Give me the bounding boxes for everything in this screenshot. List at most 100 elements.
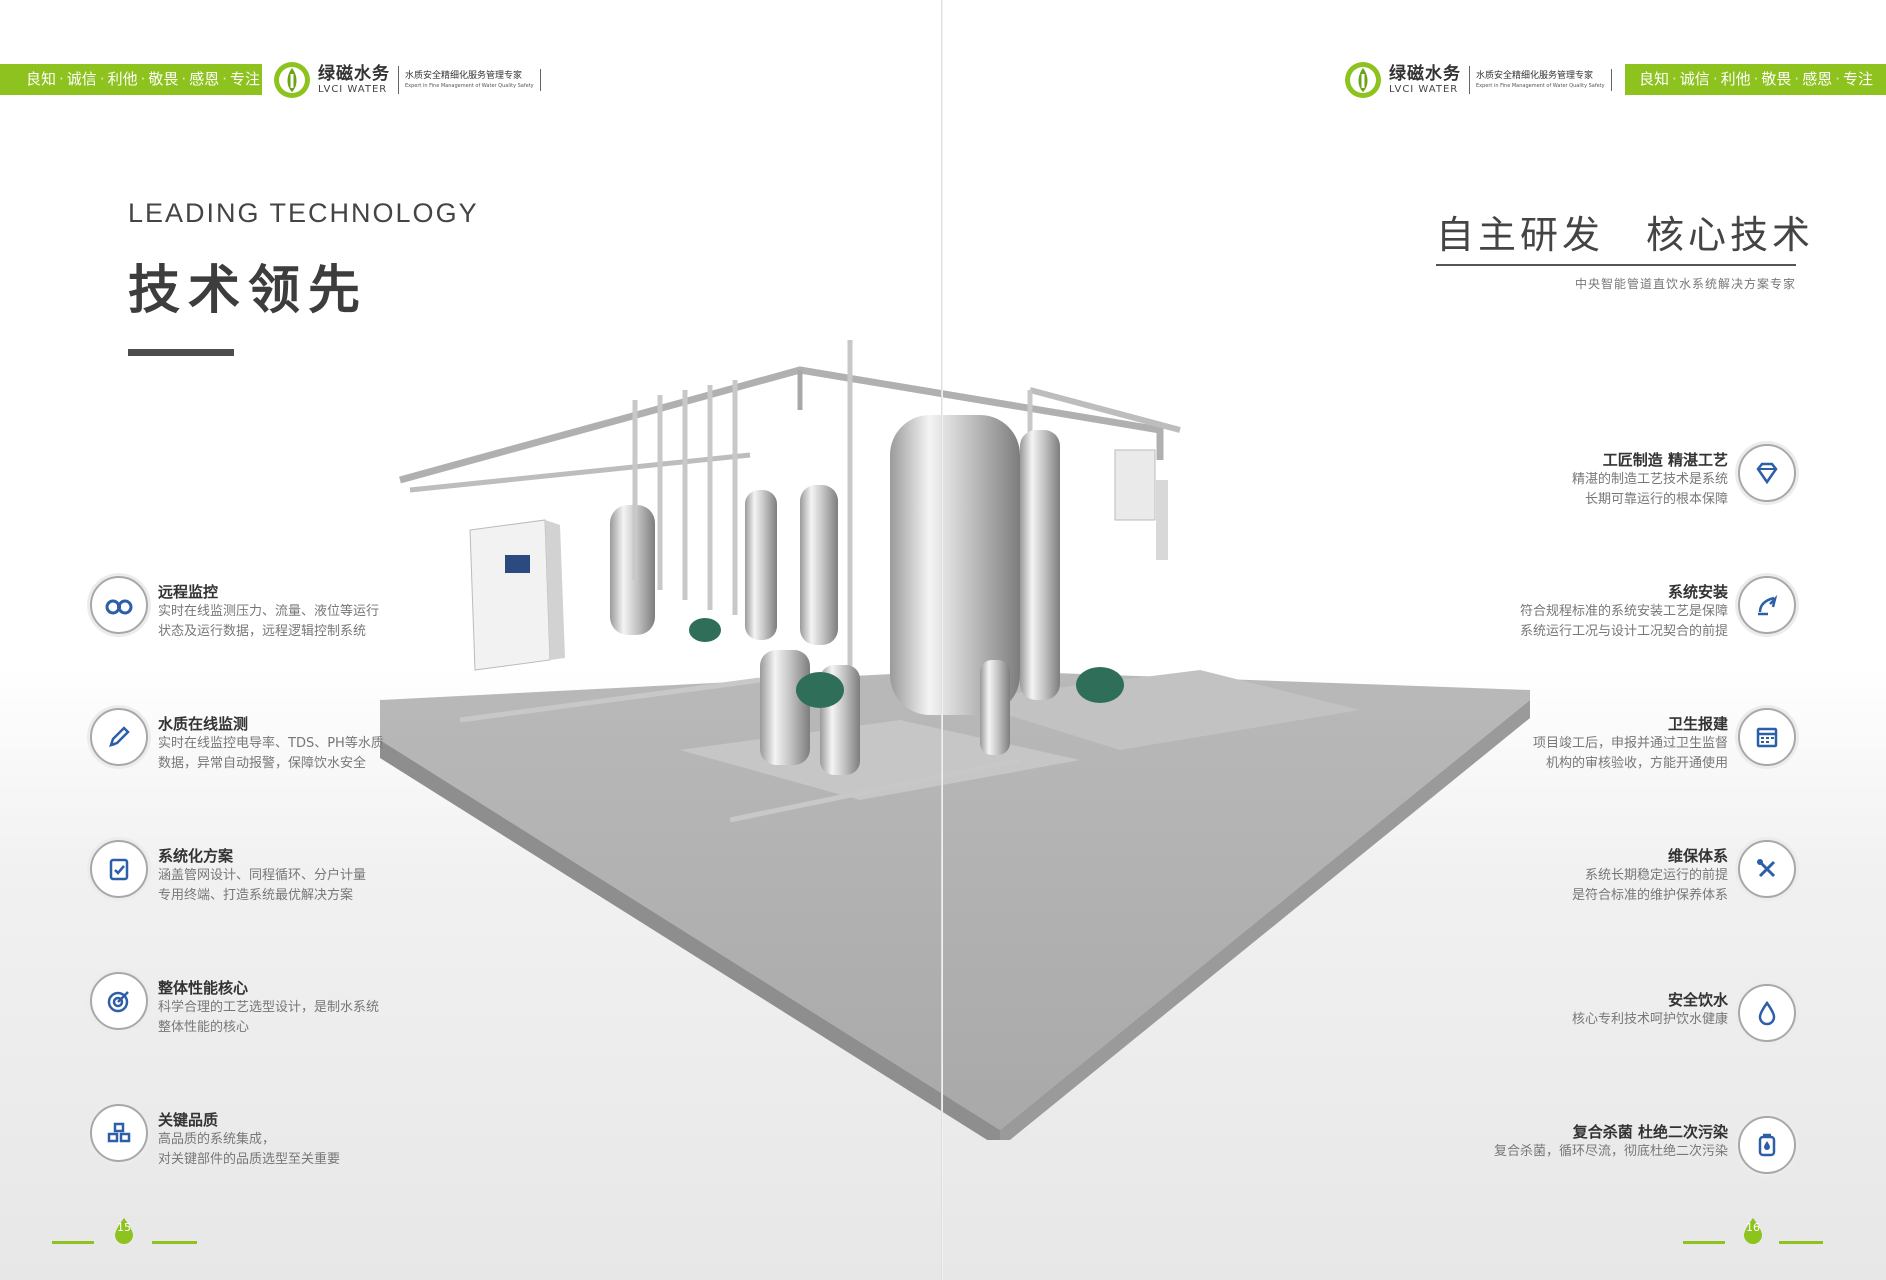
feature-desc: 实时在线监测压力、流量、液位等运行: [158, 604, 380, 619]
feature-desc: 对关键部件的品质选型至关重要: [158, 1152, 341, 1167]
motto-word: 专注: [1842, 70, 1873, 88]
motto-word: 敬畏: [1761, 70, 1792, 88]
motto-word: 感恩: [189, 70, 220, 88]
feature-icon-badge: [1738, 1116, 1796, 1174]
feature-desc: 系统运行工况与设计工况契合的前提: [1519, 624, 1728, 639]
feature-icon-badge: [1738, 840, 1796, 898]
feature-icon-badge: [90, 1104, 148, 1162]
feature-title: 工匠制造 精湛工艺: [1602, 451, 1728, 469]
motto-word: 利他: [107, 70, 138, 88]
page-title-en: LEADING TECHNOLOGY: [128, 198, 479, 228]
brand-block-right: 绿磁水务 LVCI WATER 水质安全精细化服务管理专家 Expert in …: [1343, 58, 1612, 102]
feature-remote-monitoring: 远程监控 实时在线监测压力、流量、液位等运行 状态及运行数据，远程逻辑控制系统: [90, 576, 430, 642]
feature-desc: 长期可靠运行的根本保障: [1584, 492, 1728, 507]
feature-title: 关键品质: [158, 1111, 219, 1129]
feature-desc: 科学合理的工艺选型设计，是制水系统: [158, 1000, 380, 1015]
feature-compound-sterilization: 复合杀菌 杜绝二次污染 复合杀菌，循环尽流，彻底杜绝二次污染: [1456, 1116, 1796, 1174]
feature-system-solution: 系统化方案 涵盖管网设计、同程循环、分户计量 专用终端、打造系统最优解决方案: [90, 840, 430, 906]
feature-water-quality-monitoring: 水质在线监测 实时在线监控电导率、TDS、PH等水质 数据，异常自动报警，保障饮…: [90, 708, 430, 774]
feature-desc: 机构的审核验收，方能开通使用: [1545, 756, 1728, 771]
clipboard-check-icon: [109, 858, 129, 881]
feature-hygiene-filing: 卫生报建 项目竣工后，申报并通过卫生监督 机构的审核验收，方能开通使用: [1456, 708, 1796, 774]
center-fold: [941, 0, 943, 1280]
feature-desc: 核心专利技术呵护饮水健康: [1571, 1012, 1728, 1027]
feature-desc: 涵盖管网设计、同程循环、分户计量: [158, 868, 367, 883]
feature-desc: 数据，异常自动报警，保障饮水安全: [158, 756, 367, 771]
feature-icon-badge: [90, 576, 148, 634]
motto-word: 敬畏: [148, 70, 179, 88]
motto-word: 良知: [26, 70, 57, 88]
motto-word: 利他: [1720, 70, 1751, 88]
feature-title: 安全饮水: [1667, 991, 1728, 1009]
brand-name-en: LVCI WATER: [1389, 84, 1459, 95]
tools-icon: [1757, 859, 1776, 878]
feature-title: 复合杀菌 杜绝二次污染: [1572, 1123, 1728, 1141]
feature-maintenance-system: 维保体系 系统长期稳定运行的前提 是符合标准的维护保养体系: [1456, 840, 1796, 906]
feature-title: 卫生报建: [1667, 715, 1728, 733]
feature-title: 系统化方案: [158, 847, 234, 865]
brand-name-cn: 绿磁水务: [1389, 64, 1461, 84]
leaf-drop-icon: [1744, 1218, 1762, 1244]
blocks-icon: [107, 1122, 131, 1143]
lvci-logo-icon: [1345, 62, 1381, 98]
right-title-underline: [1436, 264, 1796, 266]
motto-word: 良知: [1639, 70, 1670, 88]
feature-icon-badge: [1738, 444, 1796, 502]
brand-name-en: LVCI WATER: [318, 84, 388, 95]
feature-desc: 实时在线监控电导率、TDS、PH等水质: [158, 736, 384, 751]
feature-title: 水质在线监测: [158, 715, 249, 733]
motto-word: 诚信: [1679, 70, 1710, 88]
feature-desc: 项目竣工后，申报并通过卫生监督: [1532, 736, 1728, 751]
page-number-left: 15: [52, 1218, 197, 1244]
page-title-cn: 技术领先: [128, 261, 369, 321]
binoculars-icon: [105, 599, 133, 615]
feature-title: 系统安装: [1667, 583, 1728, 601]
feature-desc: 精湛的制造工艺技术是系统: [1571, 472, 1728, 487]
water-treatment-equipment-illustration: [380, 340, 1530, 1140]
calendar-icon: [1756, 727, 1778, 748]
feature-desc: 高品质的系统集成，: [158, 1132, 276, 1147]
brand-slogan-en: Expert in Fine Management of Water Quali…: [405, 83, 534, 89]
feature-icon-badge: [90, 840, 148, 898]
feature-title: 整体性能核心: [158, 979, 249, 997]
target-icon: [107, 991, 129, 1013]
feature-safe-drinking: 安全饮水 核心专利技术呵护饮水健康: [1456, 984, 1796, 1042]
title-underline: [128, 349, 234, 356]
feature-icon-badge: [90, 972, 148, 1030]
page-number: 16: [1746, 1221, 1760, 1234]
brand-slogan-cn: 水质安全精细化服务管理专家: [405, 71, 523, 81]
motto-word: 诚信: [66, 70, 97, 88]
motto-word: 专注: [229, 70, 260, 88]
page-number-right: 16: [1683, 1218, 1823, 1244]
feature-desc: 是符合标准的维护保养体系: [1571, 888, 1728, 903]
motto-band-right: 良知·诚信·利他·敬畏·感恩·专注: [1625, 64, 1886, 95]
feature-icon-badge: [1738, 708, 1796, 766]
feature-desc: 整体性能的核心: [158, 1020, 250, 1035]
feature-icon-badge: [1738, 984, 1796, 1042]
motto-word: 感恩: [1802, 70, 1833, 88]
motto-band-left: 良知·诚信·利他·敬畏·感恩·专注: [0, 64, 262, 95]
right-page-title: 自主研发 核心技术: [1436, 213, 1815, 257]
feature-icon-badge: [1738, 576, 1796, 634]
feature-desc: 复合杀菌，循环尽流，彻底杜绝二次污染: [1493, 1144, 1728, 1159]
lvci-logo-icon: [274, 62, 310, 98]
leaf-drop-icon: [115, 1218, 133, 1244]
brand-slogan-en: Expert in Fine Management of Water Quali…: [1476, 83, 1605, 89]
feature-title: 远程监控: [158, 583, 219, 601]
feature-desc: 符合规程标准的系统安装工艺是保障: [1519, 604, 1728, 619]
feature-desc: 状态及运行数据，远程逻辑控制系统: [158, 624, 367, 639]
page-number: 15: [117, 1221, 131, 1234]
feature-craftsmanship: 工匠制造 精湛工艺 精湛的制造工艺技术是系统 长期可靠运行的根本保障: [1456, 444, 1796, 510]
feature-performance-core: 整体性能核心 科学合理的工艺选型设计，是制水系统 整体性能的核心: [90, 972, 430, 1038]
sterilize-icon: [1758, 1133, 1776, 1157]
feature-desc: 系统长期稳定运行的前提: [1584, 868, 1728, 883]
brand-name-cn: 绿磁水务: [318, 64, 390, 84]
feature-desc: 专用终端、打造系统最优解决方案: [158, 888, 354, 903]
brand-slogan-cn: 水质安全精细化服务管理专家: [1476, 71, 1594, 81]
feature-title: 维保体系: [1667, 847, 1728, 865]
brand-block-left: 绿磁水务 LVCI WATER 水质安全精细化服务管理专家 Expert in …: [272, 58, 541, 102]
feature-key-quality: 关键品质 高品质的系统集成， 对关键部件的品质选型至关重要: [90, 1104, 430, 1170]
water-drop-icon: [1758, 1000, 1776, 1026]
feature-icon-badge: [90, 708, 148, 766]
